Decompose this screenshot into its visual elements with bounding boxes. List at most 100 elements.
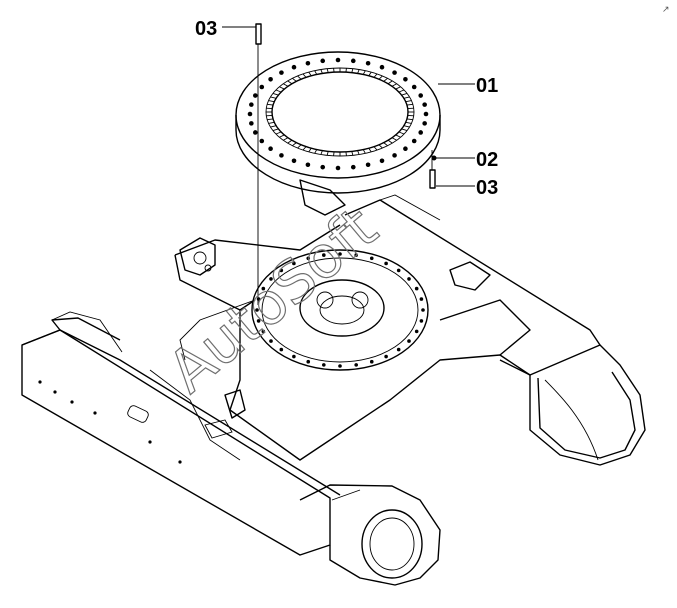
ring-tooth: [320, 69, 323, 74]
ring-tooth: [297, 144, 302, 149]
ring-tooth: [362, 70, 366, 75]
ring-tooth: [368, 71, 372, 77]
ring-bolt-hole: [423, 111, 429, 117]
ring-bolt-hole: [247, 111, 253, 117]
ring-tooth: [326, 68, 329, 73]
seat-bolt-hole: [338, 252, 342, 256]
ring-tooth: [395, 134, 401, 138]
ring-tooth: [308, 71, 312, 77]
ring-bolt-hole: [350, 58, 356, 64]
seat-bolt-hole: [369, 359, 374, 364]
ring-tooth: [326, 151, 329, 156]
ring-bolt-hole: [253, 130, 258, 135]
ring-bolt-hole: [411, 138, 417, 144]
ring-tooth: [333, 151, 335, 156]
ring-tooth: [378, 75, 383, 80]
ring-bolt-hole: [411, 84, 417, 90]
ring-bolt-hole: [320, 164, 326, 170]
ring-bolt-hole: [259, 84, 265, 90]
ring-tooth: [267, 118, 274, 121]
ring-tooth: [302, 146, 307, 151]
ring-bolt-hole: [422, 121, 427, 126]
seat-bolt-hole: [414, 329, 419, 334]
ring-tooth: [270, 125, 277, 128]
ring-tooth: [279, 134, 285, 138]
ring-bolt-hole: [403, 146, 408, 152]
ring-tooth: [357, 69, 360, 74]
seat-bolt-hole: [292, 261, 296, 266]
slewing-ring: [235, 51, 441, 194]
corner-mark: ↗: [662, 5, 670, 15]
ring-bolt-hole: [291, 158, 297, 164]
ring-tooth: [287, 80, 293, 85]
seat-bolt-hole: [279, 347, 284, 352]
grease-fitting: [431, 155, 437, 161]
seat-bolt-hole: [419, 297, 424, 301]
ring-bolt-hole: [249, 121, 254, 126]
ring-bolt-hole: [335, 57, 341, 63]
bolt-side: [429, 150, 436, 189]
ring-bolt-hole: [291, 64, 297, 70]
ring-tooth: [333, 68, 335, 73]
ring-tooth: [308, 147, 312, 153]
ring-tooth: [292, 142, 297, 147]
ring-bolt-hole: [365, 162, 371, 168]
ring-tooth: [345, 151, 347, 156]
ring-bolt-hole: [392, 153, 397, 158]
ring-tooth: [373, 73, 378, 78]
undercarriage-frame: [21, 179, 646, 586]
ring-tooth: [267, 103, 274, 106]
ring-bolt-hole: [268, 76, 273, 82]
ring-tooth: [314, 70, 318, 75]
seat-bolt-hole: [396, 268, 401, 273]
ring-tooth: [368, 147, 372, 153]
ring-bolt-hole: [253, 93, 258, 98]
ring-bolt-hole: [422, 102, 427, 107]
ring-tooth: [302, 73, 307, 78]
ring-tooth: [297, 75, 302, 80]
ring-tooth: [287, 139, 293, 144]
ring-tooth: [283, 137, 289, 141]
bolt-top: [255, 23, 262, 305]
callout-03-top: 03: [195, 18, 217, 40]
seat-bolt-hole: [419, 319, 424, 323]
ring-tooth: [345, 68, 347, 73]
ring-tooth: [268, 100, 275, 103]
ring-tooth: [398, 89, 405, 93]
ring-tooth: [387, 139, 393, 144]
callout-02: 02: [476, 149, 498, 171]
ring-tooth: [406, 118, 413, 121]
callout-03-side: 03: [476, 177, 498, 199]
ring-tooth: [401, 128, 408, 132]
ring-bolt-hole: [403, 76, 408, 82]
ring-tooth: [275, 131, 282, 135]
seat-bolt-hole: [279, 268, 284, 273]
ring-tooth: [357, 150, 360, 155]
ring-bolt-hole: [392, 70, 397, 75]
seat-bolt-hole: [269, 277, 273, 281]
seat-bolt-hole: [421, 308, 425, 312]
ring-tooth: [275, 89, 282, 93]
ring-tooth: [403, 125, 410, 128]
ring-bolt-hole: [418, 93, 423, 98]
ring-tooth: [405, 100, 412, 103]
ring-bolt-hole: [379, 64, 385, 70]
ring-bolt-hole: [249, 102, 254, 107]
ring-tooth: [395, 86, 401, 90]
ring-tooth: [401, 92, 408, 96]
ring-bolt-hole: [305, 162, 311, 168]
seat-bolt-hole: [322, 253, 326, 257]
seat-bolt-hole: [407, 339, 411, 343]
bearing-seat-ring: [251, 249, 429, 371]
ring-tooth: [314, 149, 318, 154]
seat-bolt-hole: [261, 329, 266, 334]
ring-bolt-hole: [320, 58, 326, 64]
ring-tooth: [362, 149, 366, 154]
ring-tooth: [270, 96, 277, 99]
ring-tooth: [272, 92, 279, 96]
seat-bolt-hole: [369, 256, 374, 261]
ring-tooth: [387, 80, 393, 85]
ring-bolt-hole: [279, 153, 284, 158]
seat-bolt-hole: [384, 354, 388, 359]
seat-bolt-hole: [407, 277, 411, 281]
